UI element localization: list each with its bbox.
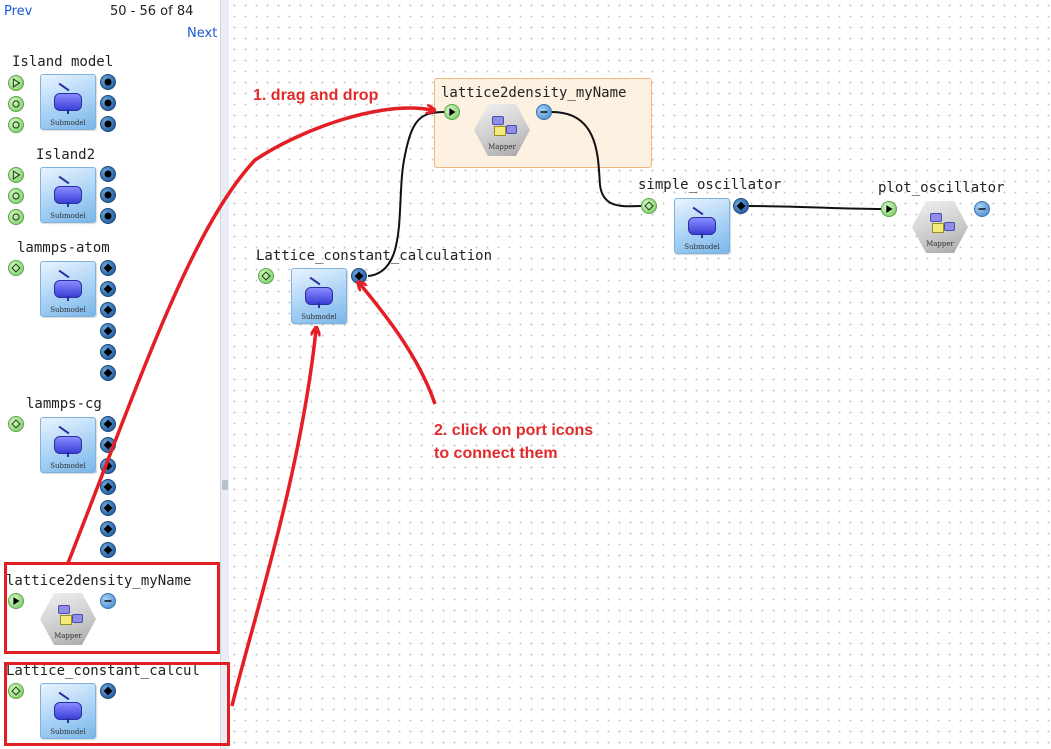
output-port-diamond-icon[interactable] <box>100 302 116 318</box>
output-port-diamond-icon[interactable] <box>100 683 116 699</box>
annotation-step2-line2: to connect them <box>434 445 558 462</box>
output-port-diamond-icon[interactable] <box>100 281 116 297</box>
output-port-diamond-icon[interactable] <box>100 344 116 360</box>
node-simple-oscillator[interactable]: Submodel <box>674 198 730 254</box>
input-port-diamond-icon[interactable] <box>8 260 24 276</box>
node-input-port-play-icon[interactable] <box>881 201 897 217</box>
output-port-dot-icon[interactable] <box>100 74 116 90</box>
node-input-port-play-icon[interactable] <box>444 104 460 120</box>
node-title: simple_oscillator <box>638 177 782 193</box>
input-port-circle-icon[interactable] <box>8 96 24 112</box>
output-port-diamond-icon[interactable] <box>100 500 116 516</box>
output-port-diamond-icon[interactable] <box>100 260 116 276</box>
annotation-step1: 1. drag and drop <box>253 87 379 104</box>
annotation-highlight-box <box>4 562 220 654</box>
palette-item-title: Island2 <box>36 147 96 163</box>
node-title: plot_oscillator <box>878 180 1005 196</box>
node-title: lattice2density_myName <box>441 85 627 101</box>
output-port-diamond-icon[interactable] <box>100 479 116 495</box>
palette-item-lattice-constant[interactable]: Submodel <box>40 683 96 739</box>
palette-item-lattice2density[interactable]: Mapper <box>40 593 96 645</box>
palette-item-island2[interactable]: Submodel <box>40 167 96 223</box>
output-port-diamond-icon[interactable] <box>100 542 116 558</box>
output-port-diamond-icon[interactable] <box>100 458 116 474</box>
output-port-dot-icon[interactable] <box>100 187 116 203</box>
palette-item-title: lammps-cg <box>26 396 102 412</box>
input-port-play-icon[interactable] <box>8 75 24 91</box>
input-port-play-icon[interactable] <box>8 593 24 609</box>
output-port-diamond-icon[interactable] <box>100 416 116 432</box>
node-output-port-minus-icon[interactable] <box>536 104 552 120</box>
output-port-dot-icon[interactable] <box>100 116 116 132</box>
output-port-diamond-icon[interactable] <box>100 323 116 339</box>
palette-item-lammps-atom[interactable]: Submodel <box>40 261 96 317</box>
palette-item-title: Island model <box>12 54 114 70</box>
palette-item-title: lammps-atom <box>17 240 110 256</box>
node-output-port-diamond-icon[interactable] <box>351 268 367 284</box>
output-port-diamond-icon[interactable] <box>100 521 116 537</box>
input-port-circle-icon[interactable] <box>8 209 24 225</box>
node-output-port-diamond-icon[interactable] <box>733 198 749 214</box>
output-port-minus-icon[interactable] <box>100 593 116 609</box>
input-port-diamond-icon[interactable] <box>8 416 24 432</box>
input-port-circle-icon[interactable] <box>8 117 24 133</box>
node-output-port-minus-icon[interactable] <box>974 201 990 217</box>
palette-item-lammps-cg[interactable]: Submodel <box>40 417 96 473</box>
palette-item-title: Lattice_constant_calcul <box>6 663 200 679</box>
output-port-dot-icon[interactable] <box>100 166 116 182</box>
prev-link[interactable]: Prev <box>4 4 33 19</box>
node-title: Lattice_constant_calculation <box>256 248 493 264</box>
annotation-highlight-box <box>4 662 230 746</box>
input-port-diamond-icon[interactable] <box>8 683 24 699</box>
annotation-step2-line1: 2. click on port icons <box>434 422 594 439</box>
output-port-dot-icon[interactable] <box>100 208 116 224</box>
node-lattice-constant-calculation[interactable]: Submodel <box>291 268 347 324</box>
next-link[interactable]: Next <box>187 26 218 41</box>
palette-item-title: lattice2density_myName <box>6 573 192 589</box>
node-input-port-diamond-icon[interactable] <box>641 198 657 214</box>
input-port-circle-icon[interactable] <box>8 188 24 204</box>
scrollbar-thumb[interactable] <box>222 480 228 490</box>
paging-indicator: 50 - 56 of 84 <box>110 4 194 19</box>
node-input-port-diamond-icon[interactable] <box>258 268 274 284</box>
input-port-play-icon[interactable] <box>8 167 24 183</box>
palette-item-island-model[interactable]: Submodel <box>40 74 96 130</box>
output-port-dot-icon[interactable] <box>100 95 116 111</box>
output-port-diamond-icon[interactable] <box>100 437 116 453</box>
output-port-diamond-icon[interactable] <box>100 365 116 381</box>
palette-scrollbar[interactable] <box>220 0 229 749</box>
